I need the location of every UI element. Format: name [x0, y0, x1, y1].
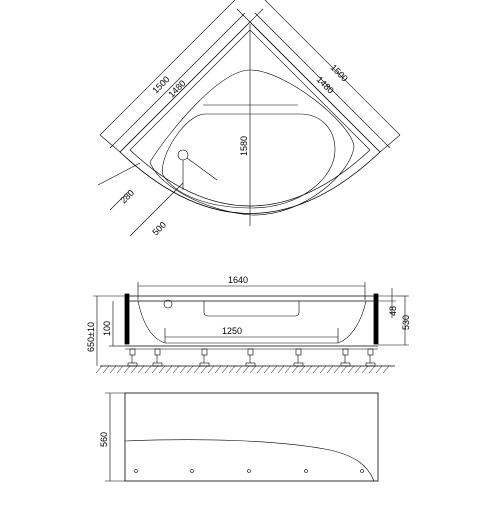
panel-mount-hole — [247, 469, 251, 473]
hatch-line — [130, 365, 138, 374]
dim-line-280 — [97, 162, 141, 186]
leg — [365, 348, 376, 367]
hatch-line — [284, 365, 292, 374]
hatch-line — [305, 365, 313, 374]
label-48: 48 — [388, 306, 398, 316]
label-1580: 1580 — [239, 136, 249, 156]
top-view-outer-wall — [119, 21, 381, 153]
hatch-line — [333, 365, 341, 374]
panel-outline — [124, 392, 379, 482]
hatch-line — [109, 365, 117, 374]
front-view-left-cap — [124, 293, 130, 345]
ext-line-right-b — [379, 134, 401, 153]
hatch-line — [319, 365, 327, 374]
drain-leader — [186, 157, 218, 181]
hatch-line — [123, 365, 131, 374]
hatch-line — [354, 365, 362, 374]
leg — [152, 348, 163, 367]
hatch-line — [95, 365, 103, 374]
label-560: 560 — [99, 432, 109, 447]
hatch-line — [270, 365, 278, 374]
dim-line-1500-left — [99, 0, 236, 136]
hatch-line — [256, 365, 264, 374]
front-view-tub-body — [137, 300, 367, 344]
panel-mount-hole — [304, 469, 308, 473]
hatch-line — [277, 365, 285, 374]
hatch-line — [382, 365, 390, 374]
label-1250: 1250 — [222, 326, 242, 336]
hatch-line — [151, 365, 159, 374]
hatch-line — [375, 365, 383, 374]
label-530: 530 — [401, 315, 411, 330]
front-view: 1640 1250 — [86, 275, 411, 374]
hatch-line — [186, 365, 194, 374]
panel-mount-hole — [360, 469, 364, 473]
label-500: 500 — [150, 220, 168, 238]
hatch-line — [326, 365, 334, 374]
dim-line-500 — [129, 182, 184, 237]
ext-line-left-b — [99, 134, 121, 153]
hatch-line — [340, 365, 348, 374]
hatch-line — [221, 365, 229, 374]
front-view-legs — [127, 348, 376, 367]
panel-curve — [124, 439, 375, 482]
hatch-line — [179, 365, 187, 374]
hatch-line — [368, 365, 376, 374]
leg — [127, 348, 138, 367]
hatch-line — [263, 365, 271, 374]
hatch-line — [347, 365, 355, 374]
hatch-line — [172, 365, 180, 374]
top-view-basin — [162, 113, 336, 209]
hatch-line — [214, 365, 222, 374]
ext-line-right-a — [249, 8, 264, 23]
hatch-line — [361, 365, 369, 374]
leg — [199, 348, 210, 367]
hatch-line — [235, 365, 243, 374]
panel-view: 560 — [99, 392, 379, 482]
label-1500-right: 1500 — [329, 62, 350, 83]
top-view-rim-outline — [149, 69, 355, 216]
panel-mount-hole — [134, 469, 138, 473]
leg — [245, 348, 256, 367]
hatch-line — [144, 365, 152, 374]
label-100: 100 — [102, 321, 112, 336]
hatch-line — [193, 365, 201, 374]
ext-line-left-a — [236, 8, 251, 23]
hatch-line — [207, 365, 215, 374]
leg — [340, 348, 351, 367]
front-view-right-cap — [373, 293, 379, 345]
dim-line-1480-right — [254, 12, 391, 149]
dim-line-1500-right — [264, 0, 401, 136]
hatch-line — [312, 365, 320, 374]
top-view: 1500 1480 1500 1480 1580 280 500 — [97, 0, 401, 238]
label-280: 280 — [118, 188, 136, 206]
hatch-line — [249, 365, 257, 374]
leg — [293, 348, 304, 367]
hatch-line — [228, 365, 236, 374]
front-view-recess — [203, 301, 300, 317]
floor-hatching — [95, 365, 390, 374]
hatch-line — [102, 365, 110, 374]
label-650: 650±10 — [86, 322, 96, 352]
top-view-inner-wall — [129, 29, 371, 151]
hatch-line — [165, 365, 173, 374]
hatch-line — [291, 365, 299, 374]
dim-line-1480-left — [109, 12, 246, 149]
label-1480-right: 1480 — [315, 74, 336, 95]
label-1640: 1640 — [228, 275, 248, 285]
hatch-line — [298, 365, 306, 374]
hatch-line — [242, 365, 250, 374]
hatch-line — [158, 365, 166, 374]
overflow-circle — [163, 299, 173, 309]
hatch-line — [200, 365, 208, 374]
hatch-line — [137, 365, 145, 374]
drain-circle — [177, 149, 189, 161]
panel-mount-hole — [190, 469, 194, 473]
hatch-line — [116, 365, 124, 374]
dim-line-280-tick — [109, 191, 129, 211]
